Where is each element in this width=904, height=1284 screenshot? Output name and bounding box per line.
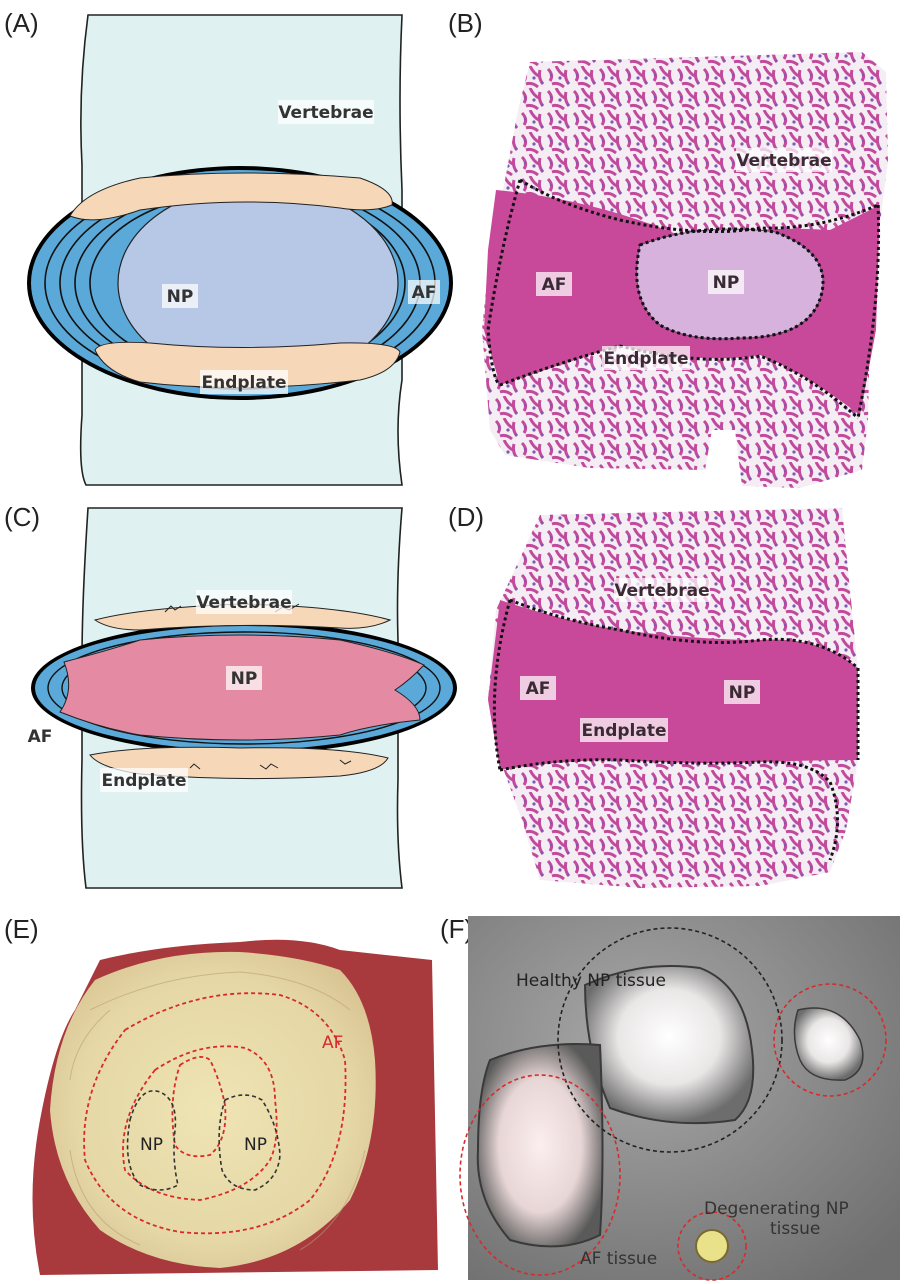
f-label-degenerating-1: Degenerating NP <box>704 1199 849 1219</box>
label-endplate: Endplate <box>201 373 286 393</box>
d-label-vertebrae: Vertebrae <box>614 581 709 601</box>
panel-c-letter: (C) <box>4 502 40 532</box>
panel-c: (C) Vertebrae NP AF Endplate <box>4 502 457 888</box>
panel-f: (F) Healthy NP tissue Degenerating NP ti… <box>440 914 900 1280</box>
he-label-af: AF <box>542 275 567 295</box>
f-label-degenerating-2: tissue <box>770 1219 820 1239</box>
specimen-disc <box>50 952 376 1268</box>
he-label-endplate: Endplate <box>603 349 688 369</box>
panel-d: (D) Vertebrae AF NP Endplate <box>448 502 858 888</box>
af-tissue-sample <box>478 1044 603 1246</box>
d-label-endplate: Endplate <box>581 721 666 741</box>
panel-b: (B) Vertebrae AF NP Endplate <box>448 8 888 488</box>
panel-b-letter: (B) <box>448 8 483 38</box>
d-label-af: AF <box>526 679 551 699</box>
he-label-vertebrae: Vertebrae <box>736 151 831 171</box>
degenerating-np-sample <box>696 1230 728 1262</box>
f-label-af-tissue: AF tissue <box>580 1249 657 1269</box>
panel-a-letter: (A) <box>4 8 39 38</box>
panel-d-letter: (D) <box>448 502 484 532</box>
d-label-np: NP <box>729 683 756 703</box>
c-label-af: AF <box>28 727 53 747</box>
f-label-healthy: Healthy NP tissue <box>516 971 666 991</box>
c-label-np: NP <box>231 669 258 689</box>
e-label-af: AF <box>322 1033 343 1053</box>
label-af: AF <box>412 283 437 303</box>
e-label-np-left: NP <box>140 1135 163 1155</box>
panel-e-letter: (E) <box>4 914 39 944</box>
he-label-np: NP <box>713 273 740 293</box>
c-label-endplate: Endplate <box>101 771 186 791</box>
panel-e: (E) AF NP NP <box>4 914 438 1275</box>
c-label-vertebrae: Vertebrae <box>196 593 291 613</box>
e-label-np-right: NP <box>244 1135 267 1155</box>
panel-a: (A) Vertebrae NP AF Endplate <box>4 8 453 485</box>
label-np: NP <box>167 287 194 307</box>
label-vertebrae: Vertebrae <box>278 103 373 123</box>
